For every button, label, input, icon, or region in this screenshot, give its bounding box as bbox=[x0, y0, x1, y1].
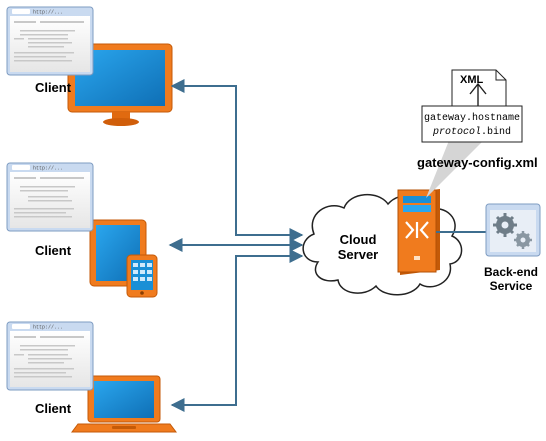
cloud-server-label: Cloud Server bbox=[328, 232, 388, 262]
config-callout bbox=[421, 69, 523, 198]
arrow-client-3 bbox=[170, 249, 304, 412]
gear-icon bbox=[493, 213, 517, 237]
backend-label: Back-end Service bbox=[478, 265, 544, 293]
arrow-client-1 bbox=[170, 79, 304, 242]
client-3-url: http://... bbox=[33, 325, 63, 331]
connectors bbox=[168, 79, 304, 412]
client-1-label: Client bbox=[34, 80, 72, 95]
config-line-bind-rest: .bind bbox=[481, 127, 512, 138]
client-3-label: Client bbox=[34, 401, 72, 416]
config-line-bind: protocol.bind bbox=[422, 127, 522, 138]
cloud-server-line1: Cloud bbox=[339, 232, 377, 247]
backend-line1: Back-end bbox=[483, 265, 539, 279]
server-tower bbox=[397, 189, 440, 275]
config-filename: gateway-config.xml bbox=[417, 155, 538, 170]
client-2-phone bbox=[126, 254, 158, 298]
client-3-laptop bbox=[71, 375, 177, 433]
gear-small-icon bbox=[514, 231, 532, 249]
config-line-bind-italic: protocol bbox=[432, 127, 481, 138]
client-2-label: Client bbox=[34, 243, 72, 258]
client-3-browser-window: http://... bbox=[6, 321, 94, 391]
xml-badge: XML bbox=[460, 74, 484, 86]
backend-service-icon bbox=[485, 203, 541, 257]
client-1-url: http://... bbox=[33, 10, 63, 16]
cloud-server-line2: Server bbox=[337, 247, 379, 262]
backend-line2: Service bbox=[489, 279, 533, 293]
config-line-hostname: gateway.hostname bbox=[423, 113, 520, 124]
client-1-browser-window: http://... bbox=[6, 6, 94, 76]
client-2-browser-window: http://... bbox=[6, 162, 94, 232]
client-2-url: http://... bbox=[33, 166, 63, 172]
